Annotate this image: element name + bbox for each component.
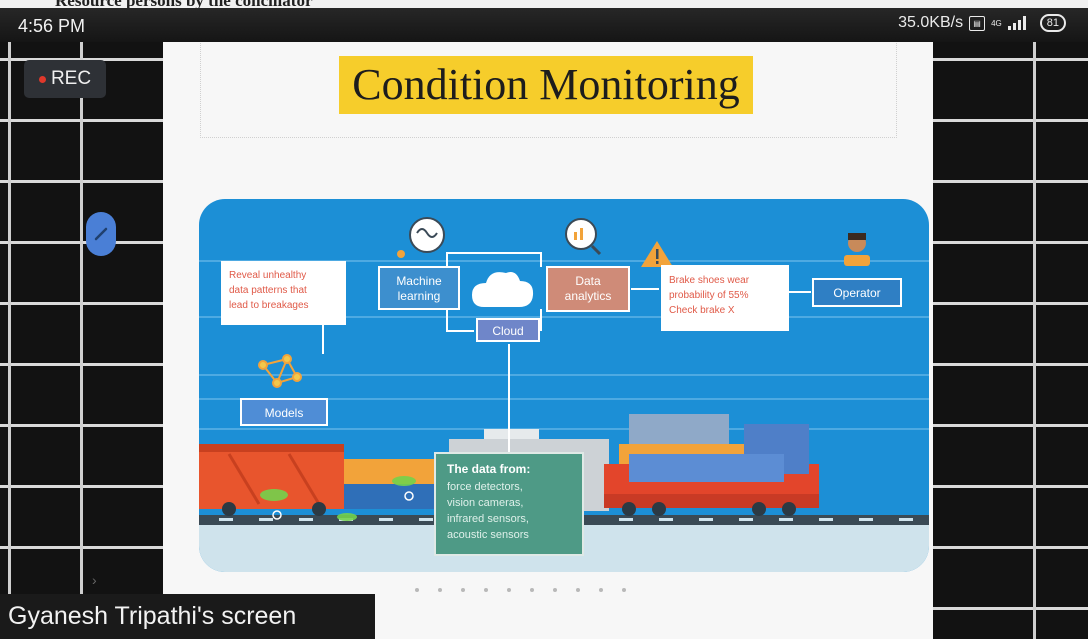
- brain-icon: [397, 217, 445, 258]
- network-speed: 35.0KB/s: [898, 14, 964, 31]
- models-label: Models: [265, 406, 304, 420]
- brake-alert-line: Brake shoes wear: [669, 275, 750, 286]
- page-dot[interactable]: [530, 588, 534, 592]
- slide-pagination[interactable]: [415, 588, 626, 592]
- cloud-label-box: Cloud: [476, 318, 540, 342]
- page-dot[interactable]: [576, 588, 580, 592]
- brake-alert-line: Check brake X: [669, 305, 735, 316]
- page-dot[interactable]: [484, 588, 488, 592]
- machine-learning-label: learning: [398, 289, 441, 303]
- status-indicators: 35.0KB/s ▤ 4G 81: [898, 14, 1066, 32]
- data-source-item: infrared sensors,: [447, 513, 529, 525]
- network-type: 4G: [991, 18, 1002, 28]
- reveal-patterns-box: Reveal unhealthy data patterns that lead…: [221, 261, 346, 325]
- operator-label: Operator: [833, 286, 880, 300]
- slide-title: Condition Monitoring: [339, 56, 753, 114]
- page-dot[interactable]: [415, 588, 419, 592]
- brake-alert-box: Brake shoes wear probability of 55% Chec…: [661, 265, 789, 331]
- screen-share-caption: Gyanesh Tripathi's screen: [0, 594, 375, 639]
- brake-alert-line: probability of 55%: [669, 290, 749, 301]
- page-dot[interactable]: [438, 588, 442, 592]
- right-video-panel: [933, 0, 1088, 639]
- page-dot[interactable]: [622, 588, 626, 592]
- status-bar: Resource persons by the conciliator 4:56…: [0, 0, 1088, 42]
- status-time: 4:56 PM: [18, 16, 86, 36]
- data-analytics-label: Data: [575, 274, 601, 288]
- annotate-button[interactable]: [86, 212, 116, 256]
- data-analytics-box: Data analytics: [546, 266, 630, 312]
- chevron-right-icon[interactable]: ›: [92, 572, 97, 588]
- machine-learning-label: Machine: [396, 274, 442, 288]
- warning-icon: [641, 241, 673, 267]
- record-dot-icon: [38, 75, 46, 83]
- data-sources-box: The data from: force detectors, vision c…: [434, 452, 584, 556]
- signal-icon: [1007, 16, 1026, 30]
- panel-divider: [80, 0, 83, 639]
- page-dot[interactable]: [553, 588, 557, 592]
- data-source-item: vision cameras,: [447, 497, 523, 509]
- page-dot[interactable]: [461, 588, 465, 592]
- machine-learning-box: Machine learning: [378, 266, 460, 310]
- data-sources-title: The data from:: [447, 462, 530, 476]
- shared-slide: Condition Monitoring: [163, 8, 933, 639]
- connector-lines: [322, 252, 811, 455]
- data-analytics-label: analytics: [565, 289, 612, 303]
- left-video-panel: [0, 0, 163, 639]
- data-source-item: force detectors,: [447, 481, 523, 493]
- top-text-fragment: Resource persons by the conciliator: [0, 0, 1088, 8]
- sim-icon: ▤: [969, 15, 986, 31]
- network-graph-icon: [258, 354, 302, 388]
- operator-avatar-icon: [844, 233, 870, 266]
- cloud-label: Cloud: [492, 324, 523, 338]
- recording-badge[interactable]: REC: [24, 60, 106, 98]
- operator-box: Operator: [812, 278, 902, 307]
- locomotive: [604, 414, 819, 508]
- sensor-points: [272, 491, 414, 520]
- freight-car-orange: [199, 444, 344, 509]
- page-dot[interactable]: [599, 588, 603, 592]
- magnifier-chart-icon: [565, 218, 602, 256]
- top-text-fragment-text: Resource persons by the conciliator: [55, 0, 313, 8]
- reveal-text-line: lead to breakages: [229, 300, 309, 311]
- reveal-text-line: data patterns that: [229, 285, 307, 296]
- page-dot[interactable]: [507, 588, 511, 592]
- data-source-item: acoustic sensors: [447, 529, 529, 541]
- condition-monitoring-diagram: Reveal unhealthy data patterns that lead…: [199, 199, 929, 572]
- models-box: Models: [240, 398, 328, 426]
- pencil-icon: [94, 227, 108, 241]
- recording-label: REC: [50, 68, 92, 89]
- cloud-icon: [472, 272, 534, 307]
- wheels: [222, 502, 796, 516]
- reveal-text-line: Reveal unhealthy: [229, 270, 306, 281]
- battery-icon: 81: [1039, 14, 1066, 32]
- sensor-glows: [260, 476, 416, 521]
- panel-divider: [1033, 0, 1036, 639]
- panel-divider: [8, 0, 11, 639]
